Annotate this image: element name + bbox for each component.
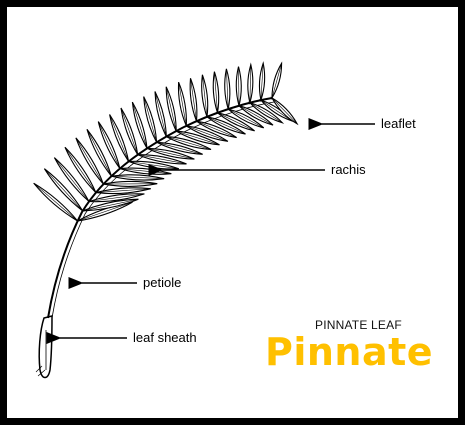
- leaflet-vein: [34, 183, 78, 221]
- leaflet-vein: [166, 87, 176, 131]
- label-leaf-sheath: leaf sheath: [133, 330, 197, 346]
- leaflet-vein: [144, 97, 157, 143]
- leaflet-vein: [155, 92, 166, 137]
- leaflet-vein: [272, 63, 282, 98]
- diagram-title: Pinnate: [265, 330, 433, 374]
- leaflet-vein: [65, 147, 96, 192]
- label-rachis: rachis: [331, 162, 366, 178]
- leaflet-vein: [76, 138, 104, 184]
- label-leaflet: leaflet: [381, 116, 416, 132]
- label-petiole: petiole: [143, 275, 181, 291]
